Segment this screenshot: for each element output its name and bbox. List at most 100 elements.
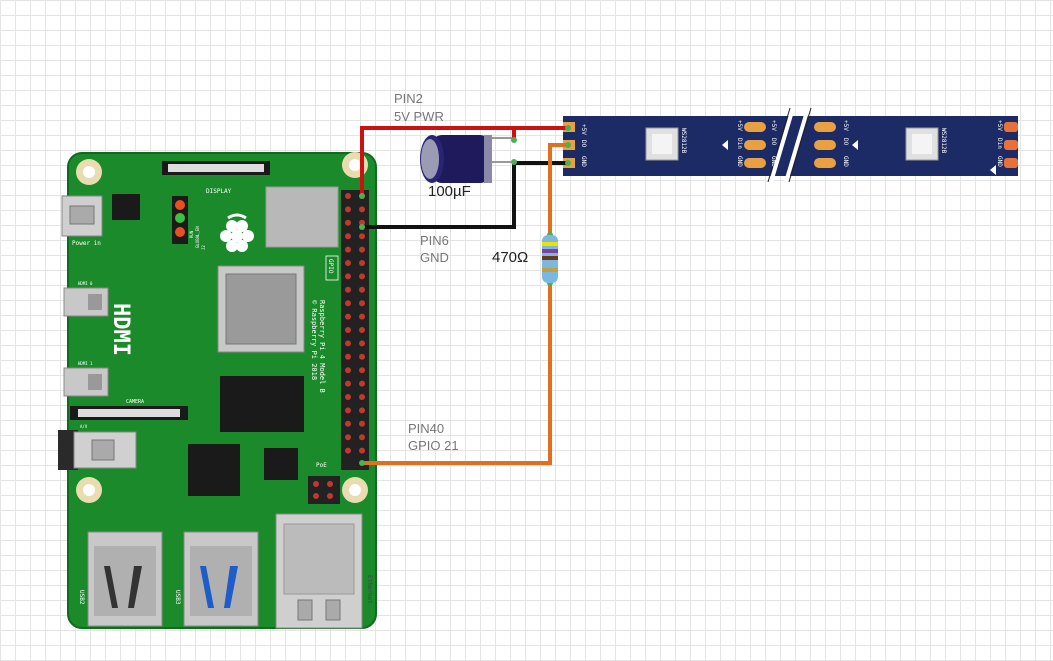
gpio-pin bbox=[359, 300, 365, 307]
gpio21-label: GPIO 21 bbox=[408, 438, 459, 453]
strip-pin-gnd-d: GND bbox=[996, 156, 1003, 167]
gpio-pin bbox=[359, 246, 365, 253]
hdmi-label: HDMI bbox=[108, 303, 133, 356]
gpio-pin bbox=[359, 286, 365, 293]
poe-header: PoE bbox=[308, 462, 340, 504]
gpio-pin bbox=[345, 447, 351, 454]
gpio-pin bbox=[345, 246, 351, 253]
gpio-pin bbox=[359, 420, 365, 427]
strip-pin-din-d: Din bbox=[996, 138, 1003, 149]
gpio-pin bbox=[345, 420, 351, 427]
led-label-global-en: GLOBAL_EN bbox=[195, 226, 200, 248]
strip-pin-do-c: DO bbox=[842, 138, 849, 146]
camera-label: CAMERA bbox=[126, 399, 144, 405]
gpio-pin bbox=[359, 233, 365, 240]
led-label-run: RUN bbox=[189, 230, 194, 238]
gpio-pin bbox=[359, 407, 365, 414]
gpio-pin bbox=[359, 219, 365, 226]
direction-arrow-icon bbox=[990, 165, 996, 175]
ethernet-port: Ethernet bbox=[275, 513, 373, 629]
gpio-pin bbox=[345, 273, 351, 280]
gpio-pin bbox=[359, 434, 365, 441]
gpio-pin bbox=[345, 233, 351, 240]
strip-pin-do-in: DO bbox=[580, 140, 587, 148]
gpio-pin bbox=[345, 367, 351, 374]
gpio-pin bbox=[359, 327, 365, 333]
display-label: DISPLAY bbox=[206, 188, 232, 195]
led-label-j2: J2 bbox=[201, 245, 206, 250]
ethernet-label: Ethernet bbox=[366, 575, 373, 604]
gpio-pin bbox=[359, 447, 365, 454]
gpio-pin bbox=[359, 380, 365, 387]
gnd-label: GND bbox=[420, 250, 449, 265]
resistor-470ohm bbox=[542, 235, 558, 283]
led-strip: WS2812B WS2812B +5V DO GND +5V Din GND +… bbox=[563, 107, 1018, 183]
strip-pin-gnd-a: GND bbox=[736, 156, 743, 167]
wifi-module bbox=[265, 186, 339, 248]
mounting-holes bbox=[76, 152, 368, 503]
model-line-1: Raspberry Pi 4 Model B bbox=[318, 300, 326, 393]
usb-controller-chip bbox=[188, 444, 240, 496]
gpio-pin bbox=[345, 193, 351, 199]
gpio-pin bbox=[345, 206, 351, 213]
usb3-port: USB3 bbox=[174, 531, 259, 627]
chip-label-1: WS2812B bbox=[680, 128, 687, 154]
gpio-pin bbox=[345, 286, 351, 293]
direction-arrow-icon bbox=[722, 140, 728, 150]
strip-pin-do-b: DO bbox=[770, 138, 777, 146]
camera-connector: CAMERA bbox=[70, 399, 188, 420]
chip-label-2: WS2812B bbox=[940, 128, 947, 154]
usb2-port: USB2 bbox=[78, 531, 163, 627]
ram-chip bbox=[220, 376, 304, 432]
gpio-pin bbox=[359, 353, 365, 360]
strip-middle-pads bbox=[744, 122, 836, 168]
power-ic bbox=[112, 194, 140, 220]
strip-pin-5v-a: +5V bbox=[736, 120, 743, 131]
strip-pin-din-a: Din bbox=[736, 138, 743, 149]
gpio-pin bbox=[345, 340, 351, 347]
strip-pin-labels: +5V DO GND +5V Din GND +5V DO GND +5V DO… bbox=[580, 120, 1003, 167]
model-line-2: © Raspberry Pi 2018 bbox=[310, 300, 318, 380]
gpio-pin bbox=[359, 260, 365, 266]
gpio-pin bbox=[359, 206, 365, 213]
gpio-pin bbox=[359, 313, 365, 320]
hdmi0-label: HDMI 0 bbox=[78, 281, 93, 286]
poe-label: PoE bbox=[316, 462, 327, 469]
strip-pin-5v-in: +5V bbox=[580, 124, 587, 135]
av-jack: A/V bbox=[58, 424, 137, 470]
gpio-pin bbox=[345, 327, 351, 333]
raspberry-pi-board: Power in DISPLAY RUN GLOBAL_EN J2 bbox=[58, 152, 377, 629]
gpio-pin bbox=[345, 353, 351, 360]
raspberry-logo-icon bbox=[220, 213, 254, 252]
gpio-pin bbox=[345, 260, 351, 266]
cpu-chip bbox=[217, 265, 305, 353]
eth-controller-chip bbox=[264, 448, 298, 480]
gpio-pin bbox=[345, 380, 351, 387]
gpio-pin bbox=[359, 273, 365, 280]
pin6-label: PIN6 bbox=[420, 233, 449, 248]
hdmi1-port: HDMI 1 bbox=[63, 361, 109, 397]
capacitor-label: 100µF bbox=[428, 183, 471, 200]
power-in-label: Power in bbox=[72, 240, 101, 247]
gpio-pin bbox=[359, 394, 365, 400]
gpio-pin bbox=[345, 300, 351, 307]
status-leds: RUN GLOBAL_EN J2 bbox=[172, 196, 206, 250]
led-chip-1: WS2812B bbox=[645, 127, 687, 161]
power-in-port: Power in bbox=[61, 195, 103, 247]
gpio-pin bbox=[345, 407, 351, 414]
wire-data-gpio21 bbox=[362, 143, 568, 465]
av-label: A/V bbox=[80, 424, 88, 429]
strip-pin-gnd-in: GND bbox=[580, 156, 587, 167]
gpio-pin bbox=[345, 313, 351, 320]
pin40-label: PIN40 bbox=[408, 421, 444, 436]
hdmi1-label: HDMI 1 bbox=[78, 361, 93, 366]
hdmi0-port: HDMI 0 bbox=[63, 281, 109, 317]
pin2-label: PIN2 bbox=[394, 91, 423, 106]
gpio-label: GPIO bbox=[327, 259, 334, 274]
strip-pin-5v-d: +5V bbox=[996, 120, 1003, 131]
gpio-pin bbox=[359, 367, 365, 374]
gpio-pin bbox=[345, 394, 351, 400]
gpio-pin bbox=[359, 340, 365, 347]
strip-output-pads bbox=[1004, 122, 1018, 168]
